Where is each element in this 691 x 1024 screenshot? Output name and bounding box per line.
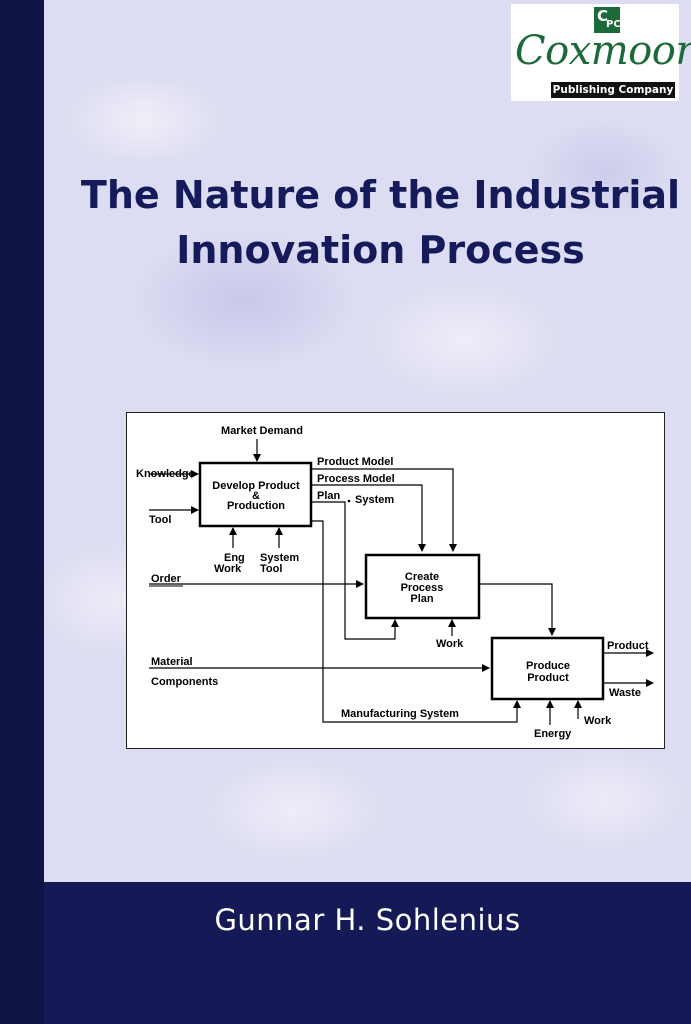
title-line-2: Innovation Process — [176, 228, 585, 272]
produce-label-2: Product — [527, 672, 569, 684]
create-label-3: Plan — [410, 593, 434, 605]
author-band — [44, 882, 691, 1024]
energy-label: Energy — [534, 728, 572, 740]
product-model-label: Product Model — [317, 456, 393, 468]
knowledge-label: Knowledge — [136, 468, 195, 480]
process-model-label: Process Model — [317, 473, 395, 485]
material-label: Material — [151, 656, 193, 668]
product-output-label: Product — [607, 640, 649, 652]
publisher-mark-icon: C PC — [594, 7, 621, 33]
eng-label: Eng — [224, 552, 245, 564]
market-demand-label: Market Demand — [221, 425, 303, 437]
manufacturing-system-label: Manufacturing System — [341, 708, 459, 720]
title-line-1: The Nature of the Industrial — [80, 173, 681, 217]
create-label-1: Create — [405, 571, 439, 583]
tool-label-b: Tool — [260, 563, 282, 575]
work-label-d: Work — [584, 715, 612, 727]
develop-label-3: Production — [227, 500, 285, 512]
book-title: The Nature of the Industrial Innovation … — [70, 168, 691, 278]
create-box — [364, 553, 481, 620]
diagram-svg: Develop Product & Production Create Proc… — [136, 425, 654, 740]
system-label: System — [355, 494, 394, 506]
components-label: Components — [151, 676, 218, 688]
order-label: Order — [151, 573, 182, 585]
author-name: Gunnar H. Sohlenius — [214, 903, 521, 937]
system-label-b: System — [260, 552, 299, 564]
work-label-a: Work — [214, 563, 242, 575]
plan-label: Plan — [317, 490, 341, 502]
produce-box — [490, 636, 605, 701]
publisher-name: Coxmoor — [515, 28, 691, 74]
develop-box — [198, 461, 313, 528]
develop-label-2: & — [252, 490, 260, 502]
produce-label-1: Produce — [526, 660, 570, 672]
publisher-subtitle: Publishing Company — [551, 82, 675, 98]
develop-label-1: Develop Product — [212, 480, 300, 492]
system-dot — [347, 499, 351, 503]
tool-label: Tool — [149, 514, 171, 526]
waste-output-label: Waste — [609, 687, 641, 699]
publisher-logo: C PC Coxmoor Publishing Company — [511, 4, 691, 101]
create-label-2: Process — [401, 582, 444, 594]
book-spine — [0, 0, 44, 1024]
work-label-c: Work — [436, 638, 464, 650]
process-diagram: Develop Product & Production Create Proc… — [126, 412, 665, 749]
